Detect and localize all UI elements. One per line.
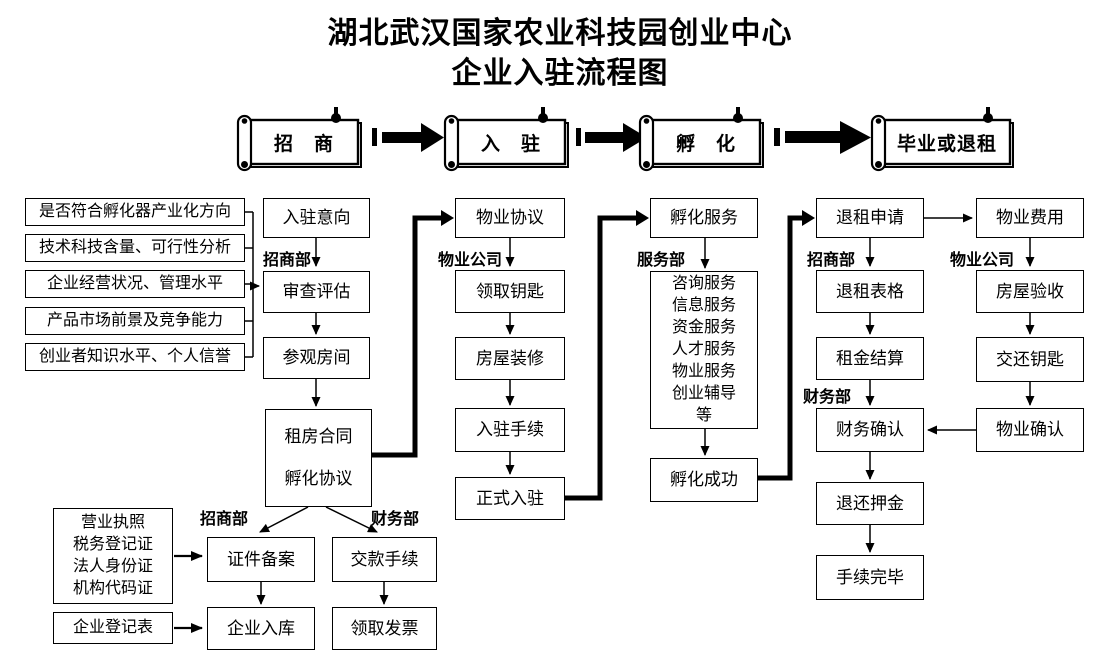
service-line6: 创业辅导: [671, 385, 736, 402]
criteria-bracket: [245, 211, 260, 358]
contract-split-arrows: [259, 506, 378, 533]
scroll-shape: [870, 107, 1014, 172]
label-dept-service: 服务部: [637, 252, 686, 269]
service-line7: 等: [695, 407, 712, 424]
node-house-inspection: 房屋验收: [976, 270, 1084, 313]
node-criteria-3: 企业经营状况、管理水平: [25, 270, 245, 298]
node-criteria-2: 技术科技含量、可行性分析: [25, 234, 245, 262]
doc-line2: 税务登记证: [72, 536, 153, 553]
doc-line3: 法人身份证: [72, 558, 153, 575]
label-dept-recruitment-2: 招商部: [200, 511, 249, 528]
node-entry-intent: 入驻意向: [263, 198, 370, 238]
node-property-confirm: 物业确认: [976, 408, 1084, 452]
doc-line1: 营业执照: [80, 514, 145, 531]
label-dept-finance-2: 财务部: [803, 389, 852, 406]
node-finance-confirm: 财务确认: [816, 408, 924, 452]
thick-connector-3: [758, 210, 815, 481]
cross-links: [924, 213, 976, 435]
node-checkin-procedure: 入驻手续: [455, 408, 565, 452]
document-arrows: [174, 551, 203, 633]
banner-label: 毕业或退租: [896, 133, 997, 155]
banner-graduation: 毕业或退租: [870, 107, 1014, 172]
node-criteria-1: 是否符合孵化器产业化方向: [25, 198, 245, 226]
node-rent-settlement: 租金结算: [816, 337, 924, 380]
node-official-checkin: 正式入驻: [455, 477, 565, 520]
node-property-agreement: 物业协议: [455, 198, 565, 238]
thick-connector-1: [372, 210, 454, 458]
node-procedure-complete: 手续完毕: [816, 555, 924, 600]
node-enterprise-db-entry: 企业入库: [207, 607, 315, 650]
node-criteria-5: 创业者知识水平、个人信誉: [25, 343, 245, 371]
service-line5: 物业服务: [671, 363, 736, 380]
node-registration-form: 企业登记表: [53, 612, 173, 644]
service-line4: 人才服务: [671, 341, 736, 358]
banner-label: 孵 化: [675, 133, 736, 155]
scroll-shape: [443, 107, 569, 172]
contract-line2: 孵化协议: [284, 469, 353, 488]
bottom-left-arrows: [256, 582, 389, 605]
label-dept-recruitment-3: 招商部: [807, 252, 856, 269]
node-certificate-filing: 证件备案: [207, 537, 315, 582]
node-property-fee: 物业费用: [976, 198, 1084, 238]
node-review: 审查评估: [263, 271, 370, 313]
label-property-company-1: 物业公司: [438, 252, 503, 269]
service-line1: 咨询服务: [671, 275, 736, 292]
contract-line1: 租房合同: [284, 427, 353, 446]
node-service-list: 咨询服务 信息服务 资金服务 人才服务 物业服务 创业辅导 等: [650, 271, 758, 429]
doc-line4: 机构代码证: [72, 580, 153, 597]
node-exit-apply: 退租申请: [816, 198, 924, 238]
banner-label: 招 商: [273, 133, 334, 155]
node-incubation-success: 孵化成功: [650, 458, 758, 502]
scroll-shape: [236, 107, 362, 172]
banner-arrow-2: [576, 123, 647, 152]
banner-recruitment: 招 商: [236, 107, 362, 172]
node-get-invoice: 领取发票: [332, 607, 437, 650]
banner-arrow-1: [372, 123, 444, 152]
node-payment: 交款手续: [332, 537, 437, 582]
label-dept-finance-1: 财务部: [371, 511, 420, 528]
node-criteria-4: 产品市场前景及竞争能力: [25, 307, 245, 335]
scroll-shape: [638, 107, 764, 172]
label-dept-recruitment-1: 招商部: [263, 252, 312, 269]
node-deposit-return: 退还押金: [816, 482, 924, 525]
node-get-keys: 领取钥匙: [455, 270, 565, 313]
node-return-keys: 交还钥匙: [976, 337, 1084, 382]
banner-label: 入 驻: [480, 133, 541, 155]
label-property-company-2: 物业公司: [950, 252, 1015, 269]
banner-incubation: 孵 化: [638, 107, 764, 172]
service-line2: 信息服务: [671, 297, 736, 314]
node-visit-room: 参观房间: [263, 337, 370, 379]
service-line3: 资金服务: [671, 319, 736, 336]
node-renovation: 房屋装修: [455, 337, 565, 380]
node-exit-form: 退租表格: [816, 270, 924, 313]
node-incubation-service: 孵化服务: [650, 198, 758, 238]
banner-checkin: 入 驻: [443, 107, 569, 172]
page-title-line1: 湖北武汉国家农业科技园创业中心: [327, 17, 793, 50]
node-documents: 营业执照 税务登记证 法人身份证 机构代码证: [53, 508, 173, 604]
thick-connector-2: [565, 210, 649, 501]
node-contract: 租房合同 孵化协议: [265, 409, 372, 507]
page-title-line2: 企业入驻流程图: [451, 57, 669, 90]
banner-arrow-3: [774, 121, 871, 154]
